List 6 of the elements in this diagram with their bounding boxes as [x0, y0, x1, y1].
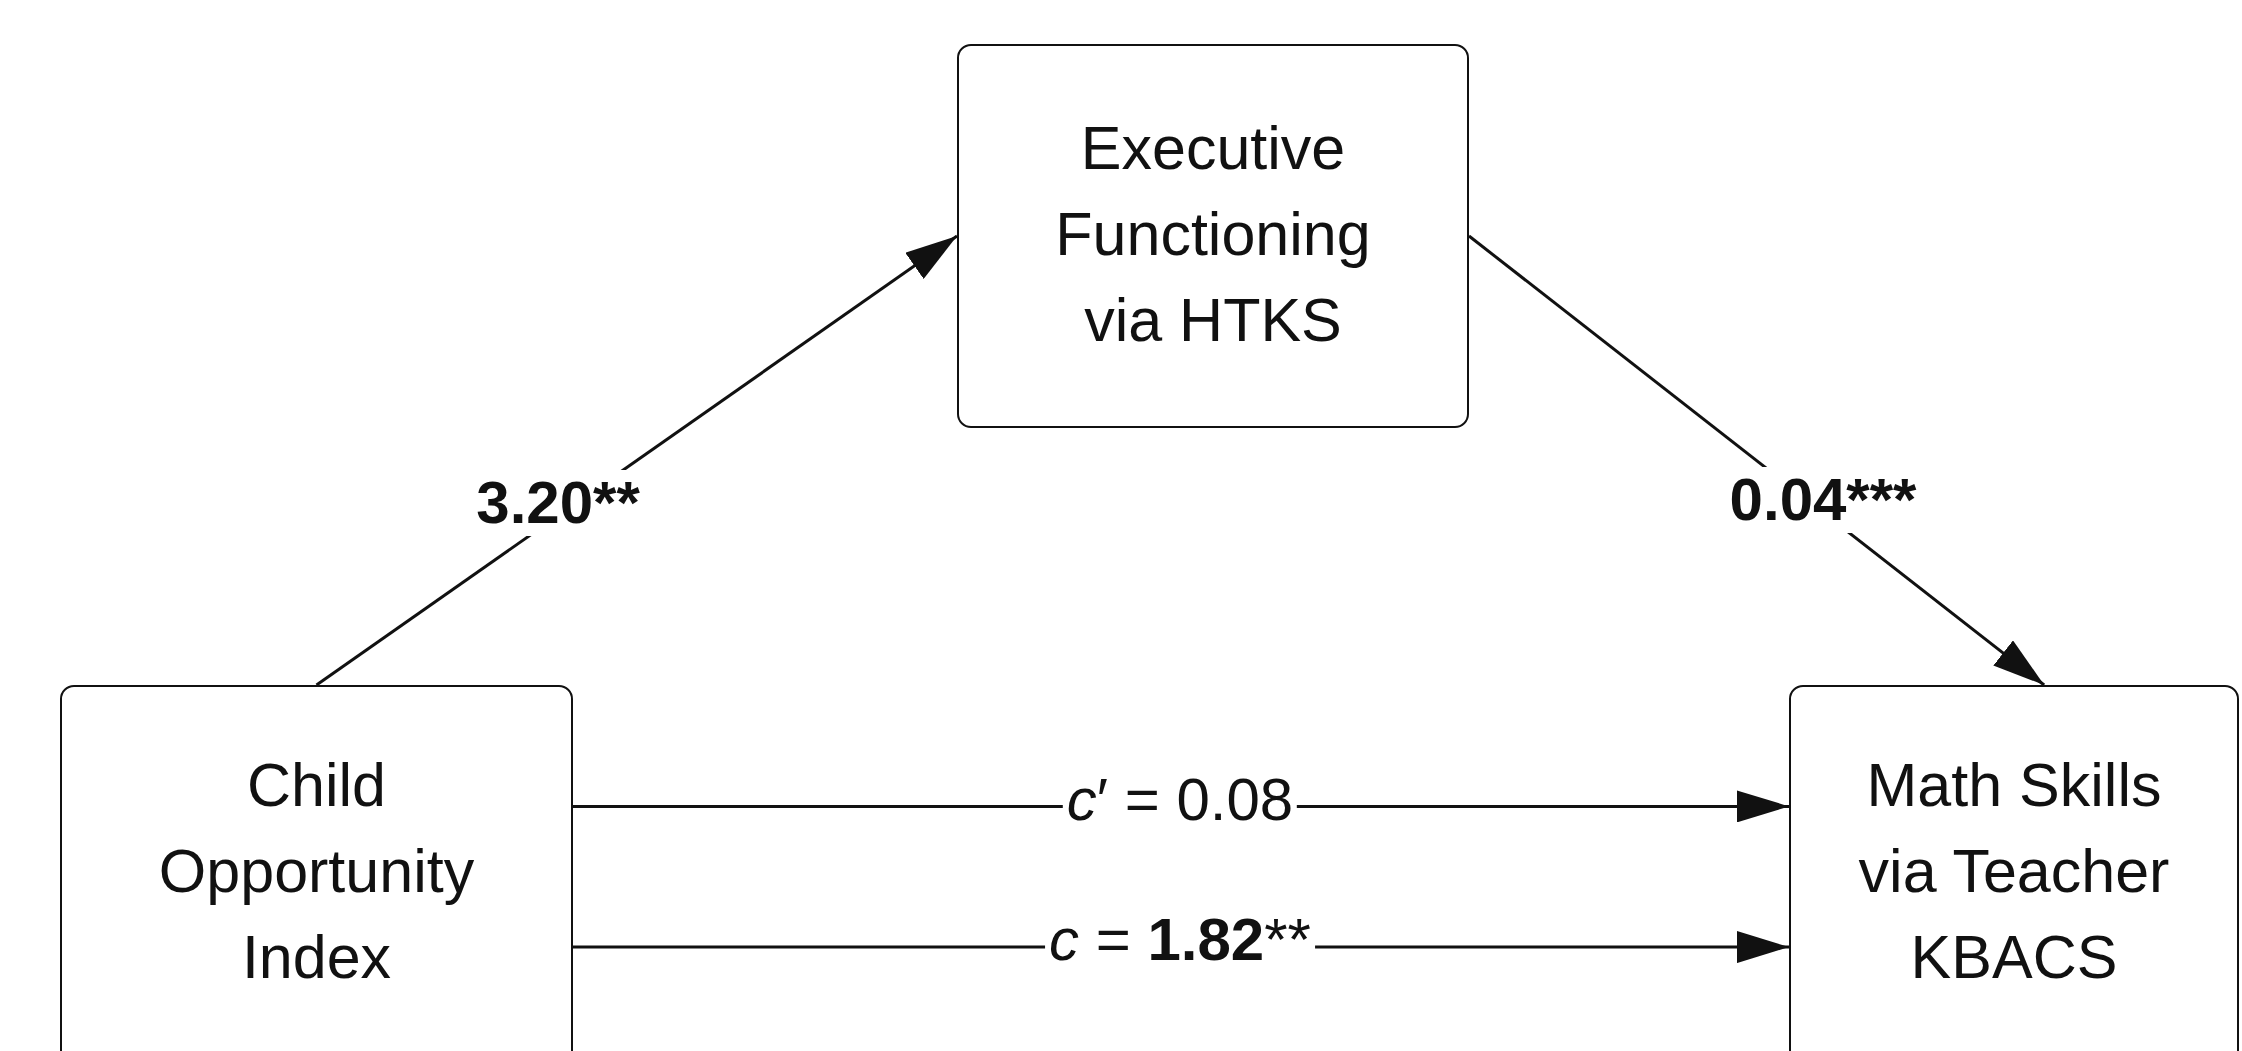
- variable-name: Executive Functioning via HTKS: [1054, 113, 1372, 356]
- variable-box: [1789, 685, 2239, 1051]
- variable-name: Child Opportunity Index: [157, 750, 476, 993]
- variable-box: [60, 685, 573, 1051]
- variable-name: Math Skills via Teacher KBACS: [1857, 750, 2171, 993]
- variable-box: [957, 44, 1469, 428]
